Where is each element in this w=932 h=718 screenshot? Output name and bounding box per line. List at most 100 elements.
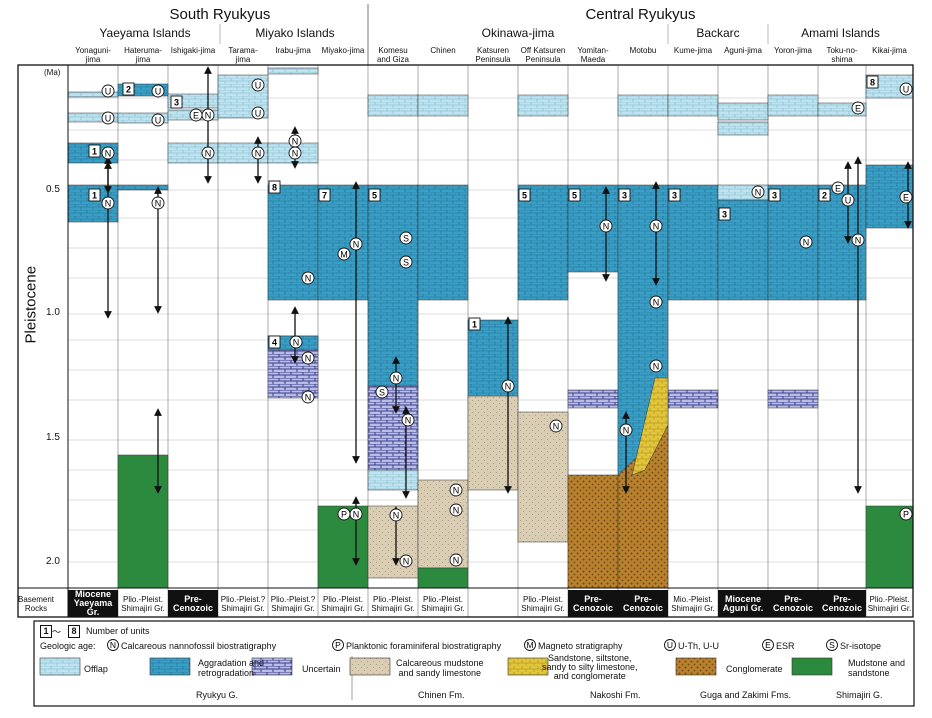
marker-circle-26 xyxy=(349,507,363,521)
unit-number-13: 3 xyxy=(722,210,727,220)
locality-10: Yomitan- Maeda xyxy=(577,46,609,64)
chart-frame xyxy=(17,64,914,618)
unit-box-5 xyxy=(318,188,331,202)
marker-letter-24: N xyxy=(405,415,412,425)
basement-16: Plio.-Pleist. Shimajiri Gr. xyxy=(867,594,912,613)
marker-circle-48 xyxy=(189,108,203,122)
marker-circle-30 xyxy=(449,503,463,517)
facies-block-41 xyxy=(667,389,719,409)
legend-method-u: U-Th, U-U xyxy=(678,641,719,651)
basement-8 xyxy=(468,590,518,617)
unit-box-1 xyxy=(88,188,101,202)
facies-block-32 xyxy=(517,184,569,301)
legend-method-n: Calcareous nannofossil biostratigraphy xyxy=(121,641,277,651)
locality-15: Toku-no- shima xyxy=(826,46,858,64)
basement-11: Pre- Cenozoic xyxy=(618,590,668,617)
facies-block-39 xyxy=(667,94,719,117)
y-tick-1-0: 1.0 xyxy=(46,307,60,318)
basement-7: Plio.-Pleist. Shimajiri Gr. xyxy=(421,594,465,613)
unit-number-6: 5 xyxy=(372,191,377,201)
y-tick-0-5: 0.5 xyxy=(46,184,60,195)
facies-block-23 xyxy=(367,469,419,491)
legend-facies-chinen: Calcareous mudstone and sandy limestone xyxy=(396,658,484,678)
facies-block-42 xyxy=(717,102,769,121)
marker-letter-9: U xyxy=(255,80,262,90)
unit-box-6 xyxy=(368,188,381,202)
facies-block-22 xyxy=(367,385,419,471)
locality-12: Kume-jima xyxy=(673,46,713,55)
unit-box-11 xyxy=(618,188,631,202)
legend-method-circle-3 xyxy=(664,639,676,651)
unit-number-5: 7 xyxy=(322,191,327,201)
unit-number-2: 2 xyxy=(126,85,131,95)
facies-block-48 xyxy=(767,389,819,409)
facies-block-43 xyxy=(717,121,769,136)
group-okinawa: Okinawa-jima xyxy=(481,26,555,40)
marker-letter-30: N xyxy=(453,505,460,515)
marker-circle-19 xyxy=(337,247,351,261)
marker-letter-45: U xyxy=(903,84,910,94)
legend-formation-nakoshi: Nakoshi Fm. xyxy=(590,690,641,700)
legend-facies-aggradation: Aggradation and retrogradation xyxy=(198,658,265,678)
marker-letter-39: N xyxy=(755,187,762,197)
unit-number-11: 3 xyxy=(622,191,627,201)
marker-letter-27: N xyxy=(393,510,400,520)
y-axis-label: Pleistocene xyxy=(22,265,40,344)
marker-letter-20: S xyxy=(403,233,409,243)
facies-block-26 xyxy=(417,184,469,301)
marker-letter-22: N xyxy=(393,373,400,383)
legend-method-e: ESR xyxy=(776,641,795,651)
marker-circle-0 xyxy=(101,84,115,98)
marker-circle-39 xyxy=(751,185,765,199)
marker-letter-44: E xyxy=(855,103,861,113)
unit-box-4 xyxy=(268,180,281,194)
marker-letter-23: S xyxy=(379,387,385,397)
marker-letter-8: N xyxy=(205,148,212,158)
legend-frame xyxy=(33,620,915,707)
marker-letter-43: N xyxy=(855,235,862,245)
legend-method-s: Sr-isotope xyxy=(840,641,882,651)
marker-letter-26: N xyxy=(353,509,360,519)
unit-number-1: 1 xyxy=(92,191,97,201)
legend-formation-shimajiri: Shimajiri G. xyxy=(836,690,883,700)
y-tick-1-5: 1.5 xyxy=(46,432,60,443)
marker-circle-33 xyxy=(549,419,563,433)
marker-letter-32: N xyxy=(505,381,512,391)
facies-block-13 xyxy=(267,67,319,75)
locality-8: Katsuren Peninsula xyxy=(475,46,511,64)
basement-15: Pre- Cenozoic xyxy=(818,590,866,617)
group-backarc: Backarc xyxy=(696,26,740,40)
basement-6: Plio.-Pleist. Shimajiri Gr. xyxy=(371,594,415,613)
marker-letter-37: N xyxy=(653,361,660,371)
legend-swatch-3 xyxy=(349,657,391,676)
facies-block-6 xyxy=(117,184,169,191)
marker-circle-21 xyxy=(399,255,413,269)
legend-facies-mudstone: Mudstone and sandstone xyxy=(848,658,906,678)
legend-method-symbol-0: N xyxy=(110,640,116,650)
unit-box-9 xyxy=(518,188,531,202)
legend-method-circle-4 xyxy=(762,639,774,651)
marker-circle-9 xyxy=(251,78,265,92)
legend-method-symbol-5: S xyxy=(829,640,835,650)
legend-swatch-5 xyxy=(675,657,717,676)
legend-method-circle-5 xyxy=(826,639,838,651)
marker-circle-24 xyxy=(401,413,415,427)
locality-3: Tarama- jima xyxy=(228,46,258,64)
marker-circle-37 xyxy=(649,359,663,373)
facies-block-37 xyxy=(617,94,669,117)
region-south-ryukyus: South Ryukyus xyxy=(169,6,271,23)
legend-method-symbol-3: U xyxy=(667,640,673,650)
legend-method-symbol-2: M xyxy=(526,640,533,650)
marker-letter-42: U xyxy=(845,195,852,205)
marker-circle-34 xyxy=(599,219,613,233)
marker-letter-19: M xyxy=(340,249,348,259)
marker-circle-5 xyxy=(101,196,115,210)
marker-circle-45 xyxy=(899,82,913,96)
marker-circle-3 xyxy=(151,113,165,127)
facies-block-36 xyxy=(567,474,619,589)
marker-circle-14 xyxy=(301,271,315,285)
marker-circle-42 xyxy=(841,193,855,207)
legend-method-circle-0 xyxy=(107,639,119,651)
facies-block-28 xyxy=(417,567,469,589)
facies-block-40 xyxy=(667,184,719,301)
